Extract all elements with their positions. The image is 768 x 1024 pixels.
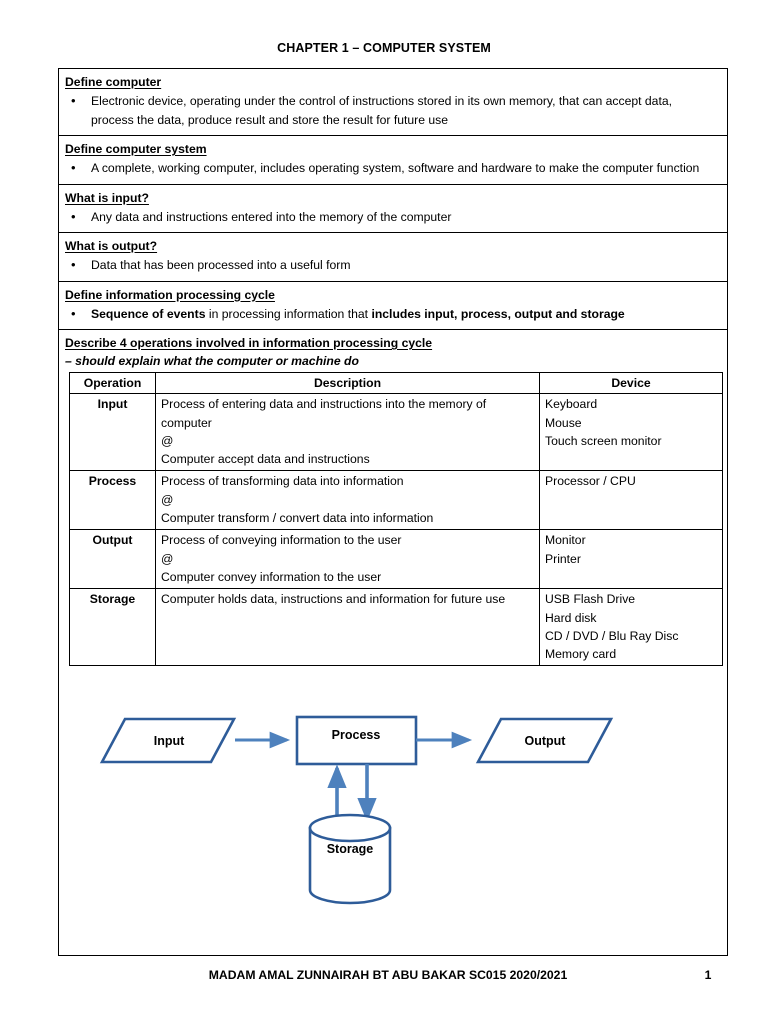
cell-operation: Output <box>69 529 156 590</box>
cell-device-text: Processor / CPU <box>545 474 636 489</box>
diagram-node-storage <box>308 813 392 905</box>
table-row: Output Process of conveying information … <box>69 529 723 590</box>
cell-operation: Input <box>69 393 156 472</box>
section-subheading: – should explain what the computer or ma… <box>65 354 359 368</box>
bullet-item: • Electronic device, operating under the… <box>65 92 719 129</box>
bullet-dot: • <box>71 208 76 224</box>
section-heading: Define information processing cycle <box>65 287 275 302</box>
table-header-row: Operation Description Device <box>69 371 723 395</box>
cell-description: Process of transforming data into inform… <box>155 470 540 531</box>
bullet-text: Any data and instructions entered into t… <box>91 209 452 224</box>
diagram-node-output <box>475 717 614 764</box>
cell-device-text: Keyboard Mouse Touch screen monitor <box>545 397 662 448</box>
cell-device-text: Monitor Printer <box>545 533 586 566</box>
bullet-text: Sequence of events in processing informa… <box>91 305 719 324</box>
cell-description: Computer holds data, instructions and in… <box>155 588 540 667</box>
footer-page-number: 1 <box>704 968 712 982</box>
cell-device: USB Flash Drive Hard disk CD / DVD / Blu… <box>539 588 723 667</box>
page-footer: MADAM AMAL ZUNNAIRAH BT ABU BAKAR SC015 … <box>58 968 728 982</box>
diagram-label-storage: Storage <box>327 842 374 856</box>
section-define-computer: Define computer • Electronic device, ope… <box>59 69 727 136</box>
section-what-is-input: What is input? • Any data and instructio… <box>59 185 727 233</box>
information-processing-cycle-diagram: Input Process Output Storage <box>59 700 727 915</box>
table-row: Storage Computer holds data, instruction… <box>69 588 723 667</box>
section-what-is-output: What is output? • Data that has been pro… <box>59 233 727 282</box>
cell-description-text: Process of entering data and instruction… <box>161 397 487 467</box>
bullet-text: Electronic device, operating under the c… <box>91 94 673 127</box>
cell-description-text: Computer holds data, instructions and in… <box>161 592 506 607</box>
diagram-label-input: Input <box>154 734 185 748</box>
bullet-item: • Data that has been processed into a us… <box>65 256 719 275</box>
bullet-item: • A complete, working computer, includes… <box>65 159 719 178</box>
bullet-item: • Sequence of events in processing infor… <box>65 305 719 324</box>
section-heading: Describe 4 operations involved in inform… <box>65 336 433 350</box>
cell-description-text: Process of conveying information to the … <box>161 533 402 584</box>
column-header-description: Description <box>155 371 540 395</box>
bullet-text-bold-lead: Sequence of events <box>91 306 206 321</box>
page-title: CHAPTER 1 – COMPUTER SYSTEM <box>277 41 491 55</box>
section-heading: What is output? <box>65 239 158 253</box>
page-border <box>58 68 728 956</box>
cell-device: Processor / CPU <box>539 470 723 531</box>
section-define-computer-system: Define computer system • A complete, wor… <box>59 136 727 185</box>
cell-description: Process of entering data and instruction… <box>155 393 540 472</box>
cell-operation: Storage <box>69 588 156 667</box>
section-heading: What is input? <box>65 190 149 205</box>
column-header-operation: Operation <box>69 371 156 395</box>
section-describe-operations: Describe 4 operations involved in inform… <box>59 330 727 672</box>
section-information-processing-cycle: Define information processing cycle • Se… <box>59 282 727 330</box>
bullet-text: Data that has been processed into a usef… <box>91 258 351 272</box>
bullet-dot: • <box>71 257 76 272</box>
bullet-text-bold-tail: includes input, process, output and stor… <box>371 306 625 321</box>
diagram-node-input <box>99 717 237 764</box>
table-row: Input Process of entering data and instr… <box>69 393 723 472</box>
bullet-dot: • <box>71 160 76 175</box>
bullet-item: • Any data and instructions entered into… <box>65 208 719 227</box>
column-header-device: Device <box>539 371 723 395</box>
cell-device: Monitor Printer <box>539 529 723 590</box>
operations-table: Operation Description Device Input Proce… <box>69 371 723 667</box>
cell-device: Keyboard Mouse Touch screen monitor <box>539 393 723 472</box>
table-row: Process Process of transforming data int… <box>69 470 723 531</box>
bullet-text: A complete, working computer, includes o… <box>91 161 700 175</box>
bullet-dot: • <box>71 305 76 321</box>
cell-description-text: Process of transforming data into inform… <box>161 474 434 526</box>
diagram-label-process: Process <box>332 728 381 742</box>
bullet-text-plain: in processing information that <box>205 306 372 321</box>
cell-device-text: USB Flash Drive Hard disk CD / DVD / Blu… <box>545 592 679 662</box>
diagram-label-output: Output <box>525 734 567 748</box>
section-heading: Define computer system <box>65 142 207 156</box>
section-heading: Define computer <box>65 75 162 89</box>
bullet-dot: • <box>71 93 76 108</box>
cell-description: Process of conveying information to the … <box>155 529 540 590</box>
cell-operation: Process <box>69 470 156 531</box>
footer-author-text: MADAM AMAL ZUNNAIRAH BT ABU BAKAR SC015 … <box>208 968 568 982</box>
qa-sections: Define computer • Electronic device, ope… <box>59 69 727 672</box>
